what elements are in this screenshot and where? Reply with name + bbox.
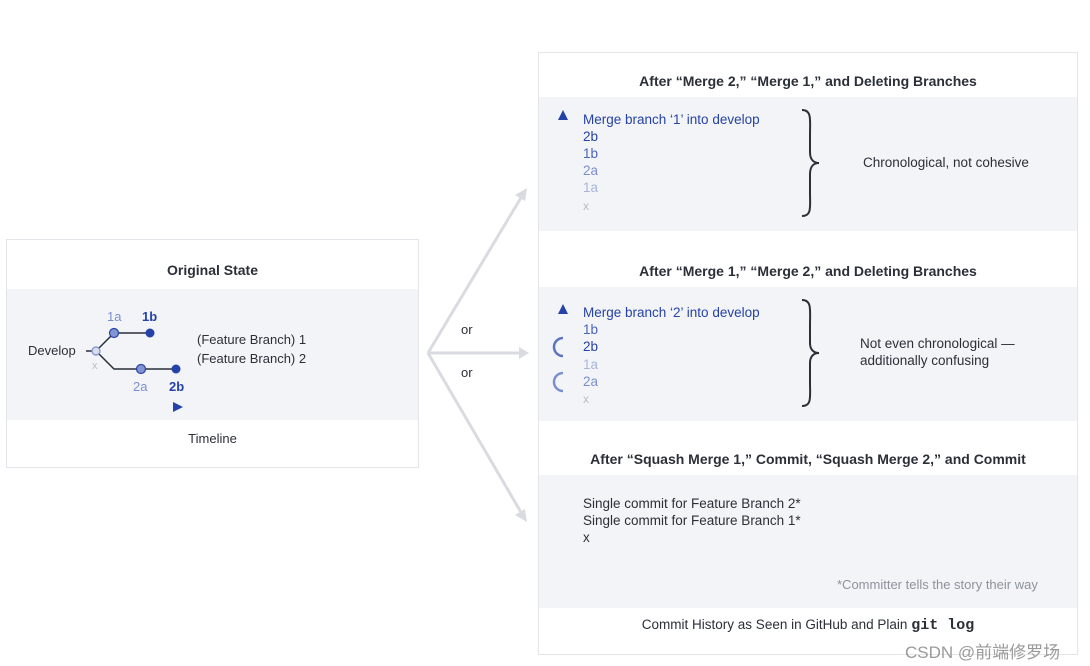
panel-a-log-1: 2b	[583, 129, 599, 144]
original-state-title: Original State	[166, 262, 259, 278]
branch-graph	[86, 327, 181, 375]
panel-a-log-4: 1a	[583, 180, 599, 195]
panel-a-log-3: 2a	[583, 163, 599, 178]
feature-branch-2-label: (Feature Branch) 2	[197, 351, 307, 366]
panel-c-log-1: Single commit for Feature Branch 1*	[583, 513, 801, 528]
panel-b-brace	[801, 299, 820, 407]
panel-a-title: After “Merge 2,” “Merge 1,” and Deleting…	[639, 73, 977, 89]
panel-b-title: After “Merge 1,” “Merge 2,” and Deleting…	[639, 263, 977, 279]
feature-branch-1-label: (Feature Branch) 1	[197, 332, 307, 347]
commit-2b-label: 2b	[169, 379, 185, 394]
panel-c-title: After “Squash Merge 1,” Commit, “Squash …	[590, 451, 1026, 467]
panel-c-caption-text: Commit History as Seen in GitHub and Pla…	[641, 617, 908, 632]
commit-2a-node	[135, 363, 147, 375]
panel-a-log-2: 1b	[583, 146, 599, 161]
original-state-diagram-area	[7, 289, 418, 420]
panel-a-log-5: x	[583, 199, 589, 213]
panel-b-area	[539, 287, 1077, 421]
panel-c-caption-code: git log	[911, 617, 975, 634]
original-state-panel: Original State Timeline	[6, 239, 419, 468]
fork-arrow-up	[426, 195, 524, 354]
panel-a-note: Chronological, not cohesive	[863, 155, 1029, 170]
panel-b-log-4: 2a	[583, 374, 599, 389]
or-label-1: or	[461, 322, 473, 337]
panel-c-log-0: Single commit for Feature Branch 2*	[583, 496, 801, 511]
commit-2a-label: 2a	[133, 379, 148, 394]
panel-c-log-2: x	[583, 530, 590, 545]
merge-loop-2	[552, 371, 564, 393]
panel-b-log-1: 1b	[583, 322, 599, 337]
panel-b-note-line1: Not even chronological —	[860, 336, 1015, 351]
panel-a-brace	[801, 109, 820, 217]
commit-x-label: x	[92, 360, 98, 372]
commit-2b-node	[171, 364, 181, 374]
commit-1a-label: 1a	[107, 309, 122, 324]
panel-c-footnote: *Committer tells the story their way	[837, 577, 1038, 592]
merge-loop-1	[552, 336, 564, 358]
panel-b-history-arrow	[552, 304, 568, 406]
timeline-label: Timeline	[188, 431, 237, 446]
panel-b-log-2: 2b	[583, 339, 599, 354]
panel-b-log-0: Merge branch ‘2’ into develop	[583, 305, 760, 320]
panel-b-note-line2: additionally confusing	[860, 353, 990, 368]
watermark: CSDN @前端修罗场	[905, 643, 1061, 662]
panel-b-log-3: 1a	[583, 357, 599, 372]
commit-1b-node	[145, 328, 155, 338]
or-label-2: or	[461, 365, 473, 380]
panel-c-caption: Commit History as Seen in GitHub and Pla…	[539, 617, 1077, 634]
panel-a-area	[539, 97, 1077, 231]
panel-c-area	[539, 475, 1077, 608]
fork-arrow-down	[426, 352, 524, 515]
fork-arrows	[426, 195, 524, 515]
branch-2-edge	[95, 350, 176, 370]
timeline-arrow	[32, 402, 183, 412]
panel-a-log-0: Merge branch ‘1’ into develop	[583, 112, 760, 127]
panel-b-log-5: x	[583, 392, 589, 406]
commit-1a-node	[108, 327, 120, 339]
develop-commit-node	[91, 346, 101, 356]
commit-1b-label: 1b	[142, 309, 158, 324]
develop-label: Develop	[28, 343, 76, 358]
branch-1-edge	[95, 332, 150, 352]
panel-a-history-arrow	[558, 110, 568, 212]
